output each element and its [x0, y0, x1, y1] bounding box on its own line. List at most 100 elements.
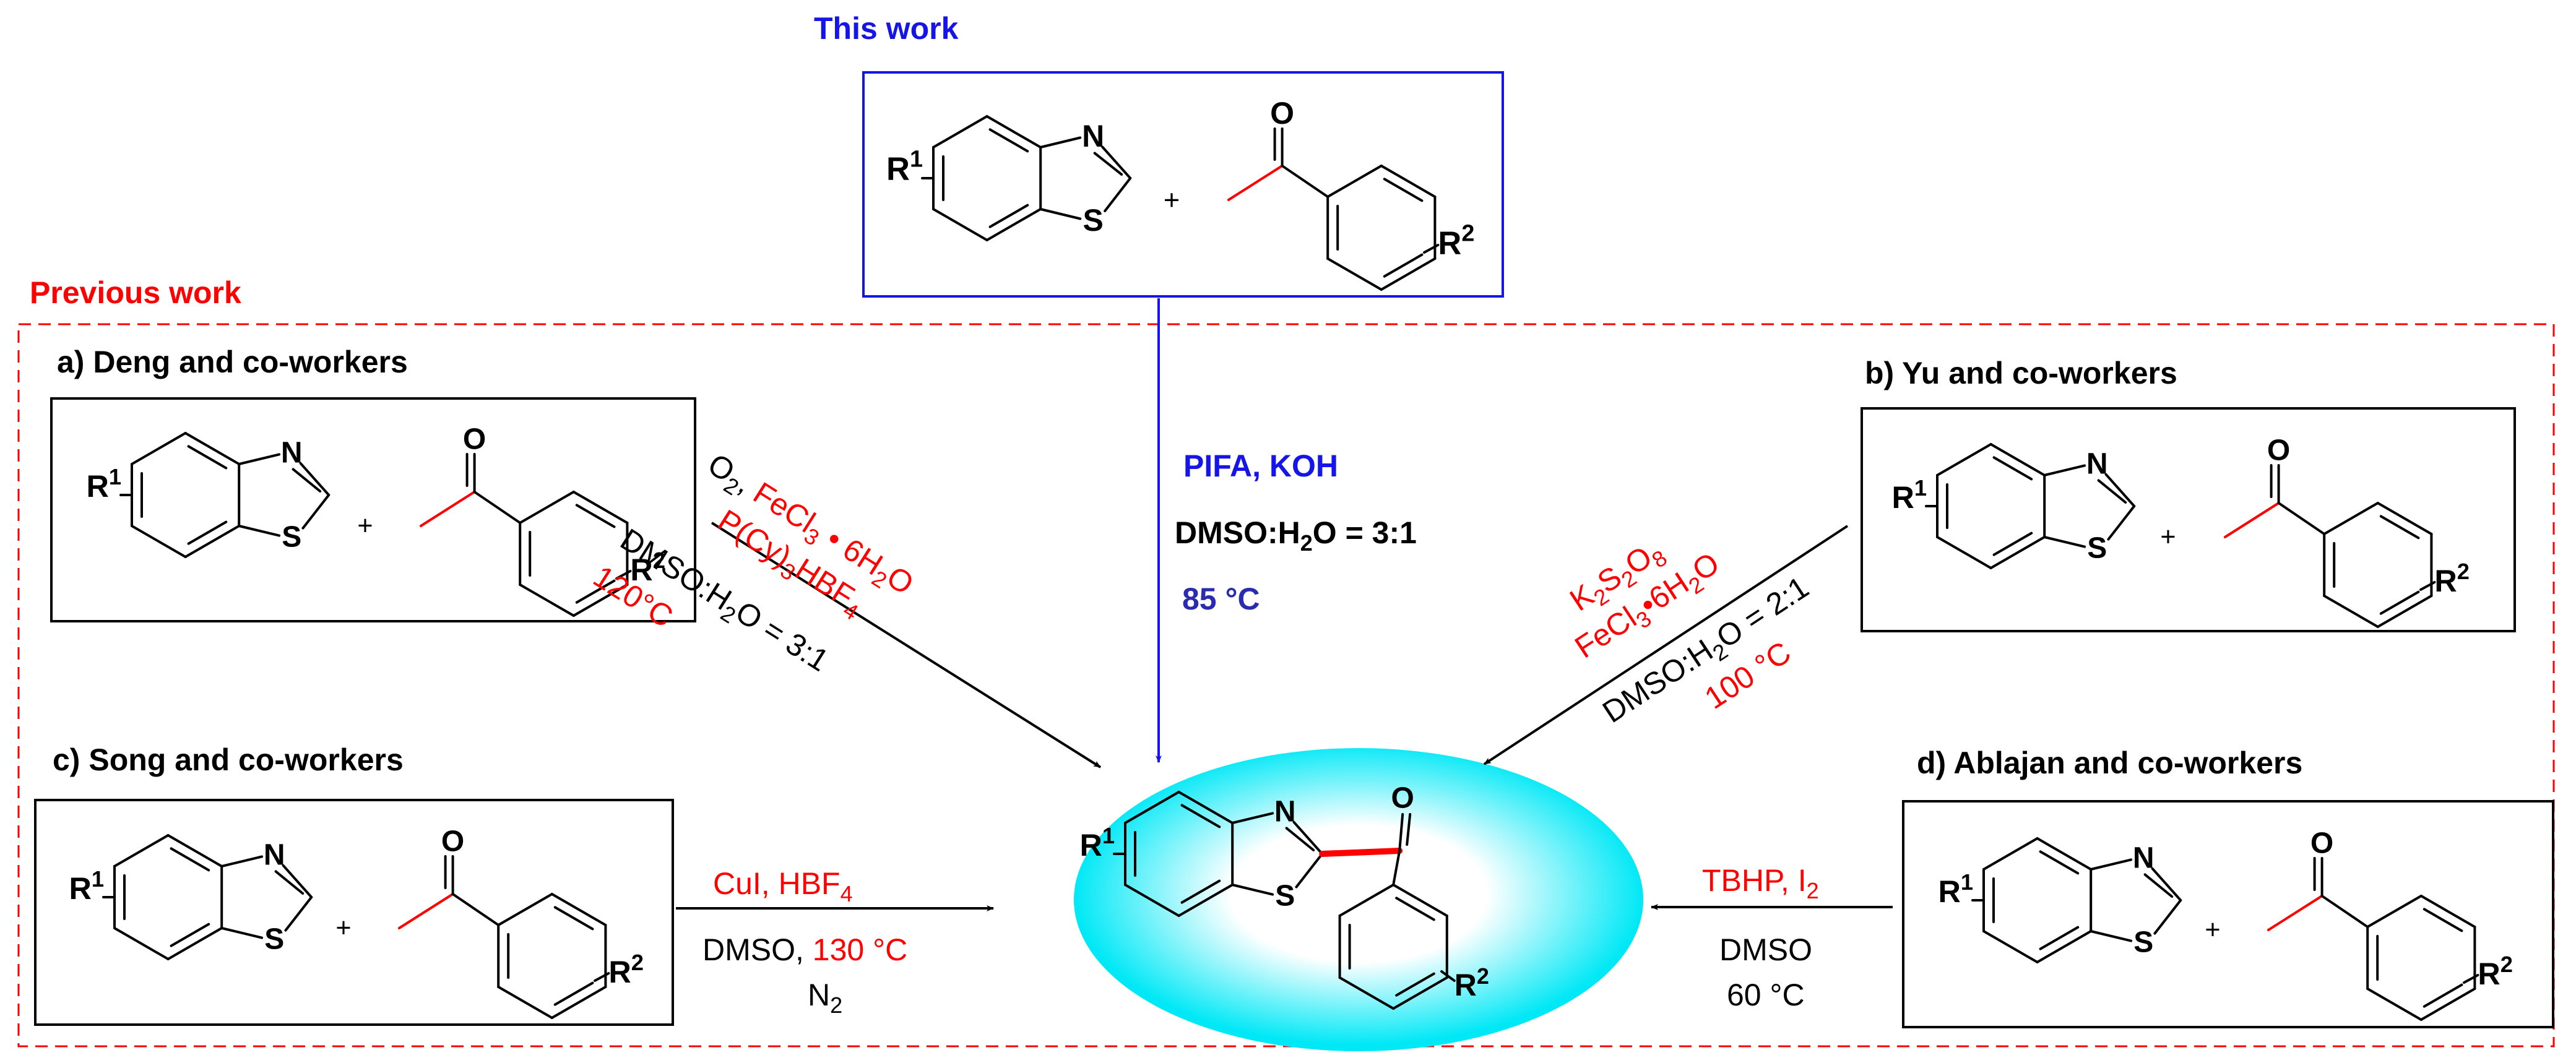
atom-label: O — [2267, 434, 2290, 467]
acetophenone-this-work: OR2+ — [1164, 96, 1474, 291]
substituent-label: R2 — [2434, 558, 2470, 598]
bond-line — [1936, 536, 1992, 569]
this-work-temperature: 85 °C — [1182, 582, 1260, 616]
bond-line — [1104, 177, 1132, 212]
bond-line — [2153, 899, 2182, 935]
bond-line — [2224, 502, 2280, 538]
bond-line — [131, 525, 187, 558]
plus-sign: + — [2160, 522, 2176, 552]
bond-line — [1992, 456, 2033, 481]
bond-line — [1395, 897, 1435, 921]
bond-line — [1440, 970, 1456, 982]
product-highlight — [1074, 748, 1643, 1051]
this-work-box — [862, 71, 1504, 298]
bond-line — [2423, 983, 2463, 1008]
bond-line — [220, 927, 264, 939]
substituent-label: R2 — [1438, 220, 1474, 261]
substituent-label: R2 — [1454, 963, 1489, 1003]
panel-a-conditions: O2, FeCl3 • 6H2O P(Cy)3HBF4 DMSO:H2O = 3… — [587, 447, 920, 683]
atom-label: O — [1270, 96, 1294, 131]
atom-label: O — [1391, 782, 1414, 815]
substituent-label: R2 — [608, 949, 644, 989]
bond-line — [1231, 884, 1274, 896]
bond-line — [572, 491, 629, 524]
panel-b-conditions: K2S2O8 FeCl3•6H2O DMSO:H2O = 2:1 100 °C — [1563, 533, 1818, 734]
substituent-label: R1 — [86, 463, 121, 503]
bond-line — [1338, 884, 1395, 917]
bond-line — [1093, 152, 1123, 176]
substituent-label: R1 — [1891, 475, 1927, 514]
bond-line — [519, 491, 575, 524]
bond-line — [187, 445, 228, 470]
panel-d-box — [1902, 800, 2554, 1028]
substituent-label: R1 — [1079, 822, 1115, 862]
bond-line — [187, 520, 228, 545]
bond-line — [2090, 930, 2133, 942]
bond-line — [1395, 972, 1435, 997]
atom-label: N — [2086, 448, 2108, 481]
bond-line — [985, 115, 1042, 148]
bond-line — [2143, 873, 2174, 898]
acetophenone-panel-d: OR2+ — [2205, 827, 2513, 1021]
bond-line — [1124, 791, 1180, 824]
bond-line — [1992, 532, 2033, 556]
atom-label: S — [2133, 926, 2153, 959]
bond-line — [451, 893, 500, 926]
bond-line — [2366, 895, 2423, 928]
bond-line — [284, 896, 313, 932]
bond-line — [1392, 976, 1448, 1010]
bond-line — [1227, 165, 1284, 201]
bond-line — [553, 906, 594, 931]
bond-line — [2090, 858, 2133, 871]
bond-line — [2036, 930, 2093, 963]
bond-line — [1338, 976, 1395, 1010]
atom-label: S — [2087, 532, 2107, 565]
panel-d-reagents: TBHP, I2 — [1702, 863, 1819, 903]
bond-line — [1231, 812, 1274, 824]
bond-line — [1180, 879, 1221, 904]
bond-line — [420, 491, 476, 527]
bond-line — [594, 972, 610, 982]
atom-label: N — [1274, 796, 1296, 828]
atom-label: O — [441, 825, 464, 858]
bond-line — [2419, 581, 2436, 591]
bond-line — [2376, 502, 2433, 535]
bond-line — [1392, 850, 1401, 886]
panel-c-atmosphere: N2 — [808, 978, 842, 1018]
bond-line — [113, 834, 170, 867]
panel-a-title: a) Deng and co-workers — [57, 345, 408, 379]
plus-sign: + — [2205, 915, 2220, 945]
bond-line — [2267, 895, 2323, 931]
acetophenone-panel-b: O R2 + — [2160, 434, 2470, 628]
arrow-panel-b — [1483, 525, 1849, 765]
bond-line — [2323, 502, 2379, 535]
bond-line — [1285, 827, 1315, 851]
bond-line — [1398, 813, 1404, 852]
bond-line — [1982, 837, 2039, 871]
bond-line — [1406, 813, 1412, 846]
bond-line — [1177, 791, 1234, 824]
substituent-label: R1 — [1938, 869, 1973, 908]
bond-line — [2097, 479, 2127, 504]
bond-line — [1281, 165, 1329, 198]
bond-line — [988, 128, 1029, 153]
bond-line — [575, 579, 616, 604]
bond-line — [2043, 536, 2086, 548]
bond-line — [2036, 837, 2093, 871]
this-work-reagents: PIFA, KOH — [1183, 449, 1338, 483]
plus-sign: + — [335, 913, 351, 943]
atom-label: S — [264, 923, 284, 956]
bond-line — [2463, 974, 2479, 984]
bond-line — [301, 494, 331, 530]
bond-line — [2107, 505, 2136, 541]
this-work-solvent: DMSO:H2O = 3:1 — [1175, 515, 1417, 556]
bond-line — [519, 583, 575, 617]
panel-d-solvent: DMSO — [1719, 932, 1812, 967]
previous-work-frame — [17, 323, 2555, 1048]
bond-line — [550, 893, 607, 926]
